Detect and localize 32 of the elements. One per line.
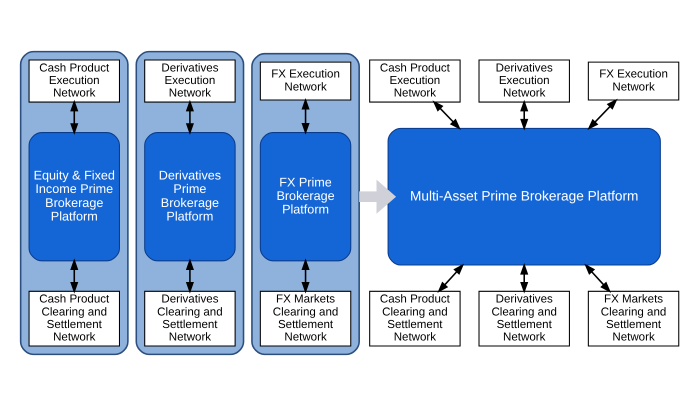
node-box: Derivatives Execution Network xyxy=(478,59,570,102)
node-box: Cash Product Execution Network xyxy=(369,59,461,102)
arrow xyxy=(186,258,194,294)
cluster xyxy=(136,50,244,355)
node-box: Derivatives Prime Brokerage Platform xyxy=(144,132,236,261)
arrow xyxy=(302,258,310,294)
arrow xyxy=(437,263,464,292)
node-box: Cash Product Clearing and Settlement Network xyxy=(369,290,461,346)
node-box: Multi-Asset Prime Brokerage Platform xyxy=(388,127,661,266)
arrow xyxy=(302,97,310,134)
node-box: Derivatives Clearing and Settlement Network xyxy=(478,290,570,346)
arrow xyxy=(186,99,194,134)
arrow xyxy=(432,100,461,130)
arrow xyxy=(520,99,528,130)
node-box: Derivatives Execution Network xyxy=(144,59,236,102)
cluster xyxy=(251,52,360,355)
node-box: FX Markets Clearing and Settlement Network xyxy=(260,290,352,346)
node-box: Cash Product Clearing and Settlement Network xyxy=(28,290,120,346)
node-box: FX Execution Network xyxy=(260,61,352,100)
arrow xyxy=(70,99,78,134)
cluster xyxy=(20,50,129,355)
arrow xyxy=(359,179,396,214)
node-box: FX Prime Brokerage Platform xyxy=(260,132,352,261)
node-box: Cash Product Execution Network xyxy=(28,59,120,102)
arrow xyxy=(587,98,618,130)
node-box: Derivatives Clearing and Settlement Network xyxy=(144,290,236,346)
node-box: Equity & Fixed Income Prime Brokerage Platform xyxy=(28,132,120,261)
arrow xyxy=(70,258,78,294)
node-box: FX Execution Network xyxy=(588,61,680,100)
node-box: FX Markets Clearing and Settlement Network xyxy=(588,290,680,346)
arrow xyxy=(584,263,612,292)
arrow xyxy=(520,262,528,294)
